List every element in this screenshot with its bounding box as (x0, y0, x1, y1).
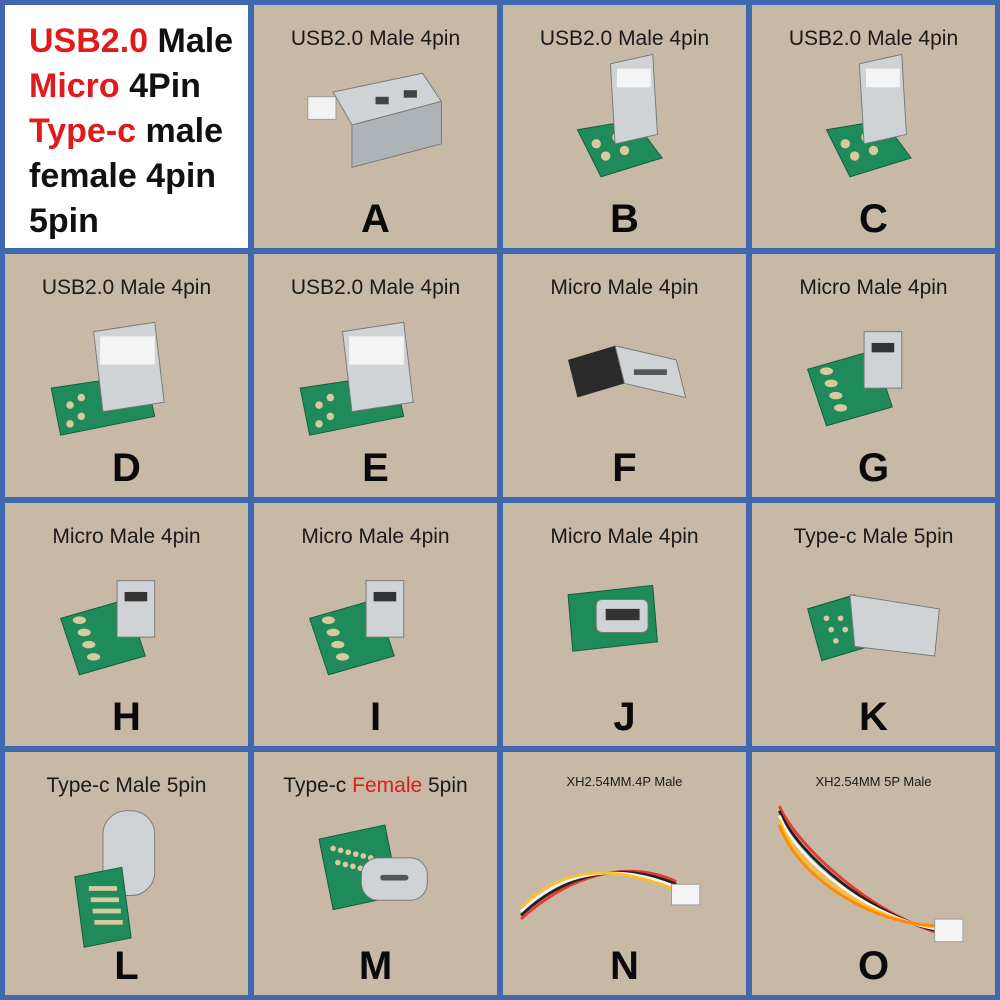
product-cell-a: USB2.0 Male 4pin A (254, 5, 497, 248)
title-line-1-black: Male (148, 22, 234, 60)
product-letter: D (112, 446, 141, 490)
product-letter: O (857, 944, 890, 988)
product-letter: L (114, 944, 139, 988)
product-photo-a (307, 72, 443, 168)
title-line-5: 5pin (29, 199, 233, 244)
product-photo-m (318, 824, 428, 911)
product-caption: Type-c Male 5pin (793, 525, 954, 548)
product-letter: J (613, 695, 636, 739)
caption-highlight: Female (352, 774, 423, 797)
product-photo-l (74, 810, 156, 948)
product-caption: USB2.0 Male 4pin (290, 27, 461, 50)
product-caption: XH2.54MM.4P Male (566, 774, 683, 789)
title-line-4-black: female 4pin (29, 157, 217, 195)
product-letter: C (859, 197, 888, 241)
product-cell-h: Micro Male 4pin H (5, 503, 248, 746)
title-line-3: Type-c male (29, 109, 233, 154)
product-cell-j: Micro Male 4pin J (503, 503, 746, 746)
product-photo-n (519, 869, 701, 921)
product-caption: Type-c Female 5pin (254, 774, 497, 798)
product-photo-o (778, 805, 964, 943)
product-caption: Micro Male 4pin (550, 525, 699, 548)
product-letter: G (857, 446, 890, 490)
product-cell-i: Micro Male 4pin I (254, 503, 497, 746)
product-photo-h (60, 580, 156, 676)
title-line-1-red: USB2.0 (29, 22, 149, 60)
title-line-2: Micro 4Pin (29, 64, 233, 109)
title-line-1: USB2.0 Male (29, 19, 233, 64)
product-photo-g (807, 331, 903, 427)
product-cell-d: USB2.0 Male 4pin D (5, 254, 248, 497)
product-photo-e (299, 321, 414, 436)
product-letter: F (612, 446, 637, 490)
product-cell-f: Micro Male 4pin F (503, 254, 746, 497)
product-caption: Micro Male 4pin (52, 525, 201, 548)
product-letter: K (859, 695, 888, 739)
product-letter: N (610, 944, 639, 988)
product-letter: M (358, 944, 393, 988)
product-letter: I (369, 695, 382, 739)
product-cell-g: Micro Male 4pin G (752, 254, 995, 497)
product-cell-e: USB2.0 Male 4pin E (254, 254, 497, 497)
product-photo-c (825, 53, 912, 178)
caption-part: 5pin (422, 774, 468, 797)
product-caption: Micro Male 4pin (799, 276, 948, 299)
title-line-3-black: male (136, 112, 224, 150)
title-line-4: female 4pin (29, 154, 233, 199)
product-cell-m: Type-c Female 5pin M (254, 752, 497, 995)
product-photo-d (50, 321, 165, 436)
title-line-3-red: Type-c (29, 112, 137, 150)
product-caption: Micro Male 4pin (550, 276, 699, 299)
product-photo-i (309, 580, 405, 676)
product-caption: USB2.0 Male 4pin (539, 27, 710, 50)
product-photo-f (568, 345, 687, 399)
product-letter: H (112, 695, 141, 739)
title-line-2-red: Micro (29, 67, 120, 105)
title-lines: USB2.0 Male Micro 4Pin Type-c male femal… (29, 19, 233, 244)
product-cell-l: Type-c Male 5pin L (5, 752, 248, 995)
product-caption: Type-c Male 5pin (46, 774, 207, 797)
product-photo-k (807, 594, 940, 662)
product-caption: XH2.54MM 5P Male (815, 774, 932, 789)
product-caption: USB2.0 Male 4pin (41, 276, 212, 299)
product-photo-j (567, 584, 658, 652)
title-line-5-black: 5pin (29, 202, 99, 240)
product-caption: USB2.0 Male 4pin (290, 276, 461, 299)
title-panel: USB2.0 Male Micro 4Pin Type-c male femal… (5, 5, 248, 248)
caption-part: Type-c (283, 774, 353, 797)
product-cell-b: USB2.0 Male 4pin B (503, 5, 746, 248)
product-cell-k: Type-c Male 5pin K (752, 503, 995, 746)
product-caption: USB2.0 Male 4pin (788, 27, 959, 50)
product-letter: E (362, 446, 389, 490)
product-caption: Micro Male 4pin (301, 525, 450, 548)
product-cell-c: USB2.0 Male 4pin C (752, 5, 995, 248)
product-photo-b (576, 53, 663, 178)
title-line-2-black: 4Pin (119, 67, 201, 105)
product-letter: B (610, 197, 639, 241)
product-letter: A (361, 197, 390, 241)
